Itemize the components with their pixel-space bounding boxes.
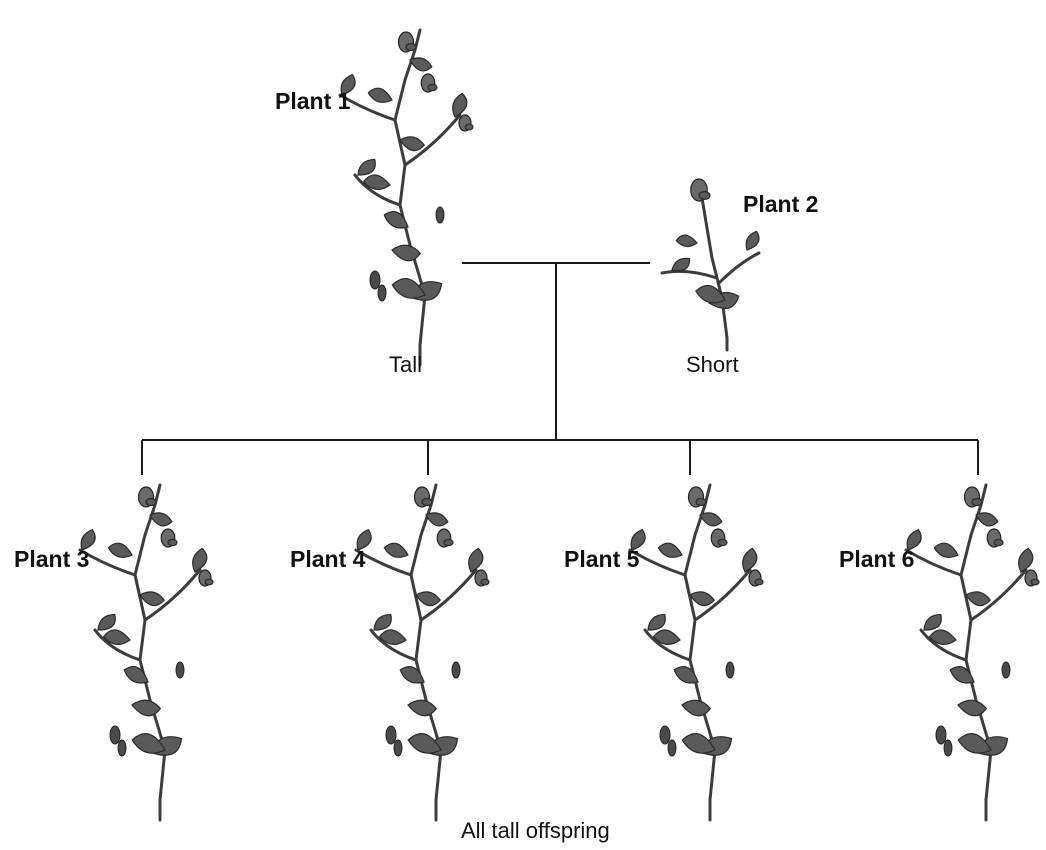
leaf-shape	[933, 540, 961, 561]
tall-pea-plant-icon	[77, 485, 213, 820]
pod-shape	[944, 740, 952, 756]
plant-illustrations	[77, 30, 1039, 820]
leaf-shape	[681, 698, 712, 718]
tall-pea-plant-icon	[627, 485, 763, 820]
plant-1-trait: Tall	[389, 352, 422, 378]
sepal-shape	[972, 499, 982, 506]
sepal-shape	[755, 579, 763, 585]
sepal-shape	[699, 192, 710, 200]
pod-shape	[110, 726, 120, 744]
plant-1-label: Plant 1	[275, 88, 350, 115]
sepal-shape	[1031, 579, 1039, 585]
plant-2-trait: Short	[686, 352, 739, 378]
cross-connector	[142, 263, 978, 475]
plant-6-label: Plant 6	[839, 546, 914, 573]
stem-line	[702, 198, 727, 338]
pod-shape	[1002, 662, 1010, 678]
pod-shape	[176, 662, 184, 678]
leaf-shape	[391, 243, 422, 263]
tall-pea-plant-icon	[337, 30, 473, 365]
pod-shape	[936, 726, 946, 744]
tall-pea-plant-icon	[903, 485, 1039, 820]
sepal-shape	[422, 499, 432, 506]
pod-shape	[436, 207, 444, 223]
leaf-shape	[367, 85, 395, 106]
sepal-shape	[444, 539, 453, 545]
offspring-caption: All tall offspring	[461, 818, 610, 844]
pod-shape	[386, 726, 396, 744]
sepal-shape	[205, 579, 213, 585]
branch-line	[719, 253, 759, 283]
leaf-shape	[957, 698, 988, 718]
pod-shape	[452, 662, 460, 678]
plant-2-label: Plant 2	[743, 191, 818, 218]
pod-shape	[370, 271, 380, 289]
pod-shape	[660, 726, 670, 744]
plant-4-label: Plant 4	[290, 546, 365, 573]
pod-shape	[668, 740, 676, 756]
leaf-shape	[657, 540, 685, 561]
sepal-shape	[168, 539, 177, 545]
sepal-shape	[428, 84, 437, 90]
leaf-shape	[742, 229, 762, 253]
sepal-shape	[994, 539, 1003, 545]
plant-5-label: Plant 5	[564, 546, 639, 573]
plant-3-label: Plant 3	[14, 546, 89, 573]
sepal-shape	[406, 44, 416, 51]
branch-line	[662, 271, 717, 278]
sepal-shape	[481, 579, 489, 585]
sepal-shape	[696, 499, 706, 506]
pod-shape	[378, 285, 386, 301]
pod-shape	[726, 662, 734, 678]
sepal-shape	[146, 499, 156, 506]
leaf-shape	[676, 234, 698, 248]
leaf-shape	[107, 540, 135, 561]
leaf-shape	[407, 698, 438, 718]
sepal-shape	[465, 124, 473, 130]
leaf-shape	[131, 698, 162, 718]
tall-pea-plant-icon	[353, 485, 489, 820]
sepal-shape	[718, 539, 727, 545]
leaf-shape	[383, 540, 411, 561]
pod-shape	[394, 740, 402, 756]
pod-shape	[118, 740, 126, 756]
